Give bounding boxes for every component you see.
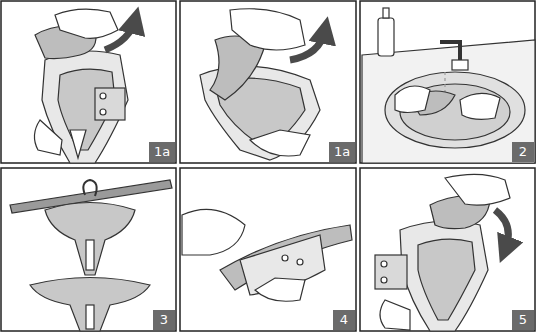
collar-back — [200, 9, 320, 160]
collar-front — [375, 174, 510, 331]
sink-washing — [362, 8, 535, 163]
step-number: 2 — [512, 142, 534, 162]
direction-arrow — [290, 30, 325, 60]
direction-arrow — [105, 20, 135, 50]
collar-front — [34, 9, 128, 163]
pad-assembly — [182, 209, 352, 301]
step-number: 3 — [153, 310, 175, 330]
step-number: 4 — [333, 310, 355, 330]
drying-rack — [10, 180, 172, 331]
direction-arrow — [495, 210, 508, 250]
step-number: 1a — [149, 142, 175, 162]
step-number: 5 — [512, 310, 534, 330]
step-number: 1a — [329, 142, 355, 162]
